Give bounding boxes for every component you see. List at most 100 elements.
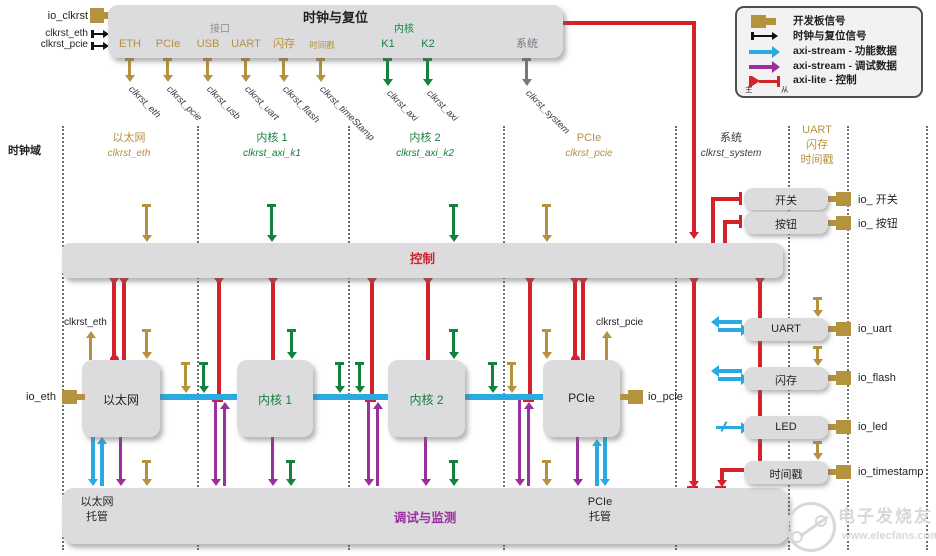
legend-slave-label: 从	[781, 85, 789, 94]
clock-arrow-pcie-to-control	[541, 204, 552, 242]
clock-arrow-flash	[278, 58, 289, 82]
plug-led	[836, 420, 851, 434]
pcie-block: PCIe	[543, 360, 620, 437]
debug-stream-j3-down	[514, 400, 525, 486]
button-block-label: 按钮	[775, 219, 797, 231]
cdc-arrow-k1-k2-b	[354, 362, 365, 393]
debug-stream-j2-up	[372, 402, 383, 486]
clkrst-eth-input-label: clkrst_eth	[45, 28, 88, 39]
diag-label-clkrst-axi-k1: clkrst_axi	[384, 88, 420, 124]
clock-arrow-k1-to-control	[266, 204, 277, 242]
io-timestamp-label: io_timestamp	[858, 466, 924, 478]
legend-item-clock-reset: 时钟与复位信号	[793, 30, 867, 42]
axi-lite-to-bus-1	[214, 278, 224, 401]
debug-monitor-label: 调试与监测	[393, 511, 457, 525]
axi-lite-riser-switch	[711, 199, 715, 243]
clock-arrow-eth	[124, 58, 135, 82]
domain-divider	[348, 126, 350, 550]
plug-timestamp	[836, 465, 851, 479]
axi-lite-to-bus-3	[525, 278, 535, 401]
domain-uart-line2: 闪存	[806, 139, 828, 151]
pcie-host-label-2: 托管	[589, 511, 611, 523]
domain-uart-line1: UART	[802, 124, 832, 136]
led-block: LED	[744, 416, 828, 439]
io-button-label: io_ 按钮	[858, 218, 898, 230]
io-pcie-label: io_pcie	[648, 391, 683, 403]
func-stream-eth-down	[88, 437, 98, 486]
plug-stem-pcie	[620, 394, 629, 400]
eth-block-label: 以太网	[102, 393, 139, 407]
legend-item-axi-stream-func: axi-stream - 功能数据	[793, 45, 897, 57]
clock-out-k1: K1	[381, 38, 395, 50]
domain-pcie-name: PCIe	[576, 132, 602, 144]
domain-divider	[675, 126, 677, 550]
diag-label-clkrst-timestamp: clkrst_timeStamp	[317, 84, 377, 144]
plug-uart	[836, 322, 851, 336]
debug-stream-j3-up	[523, 402, 534, 486]
diag-label-clkrst-pcie: clkrst_pcie	[164, 84, 204, 124]
clkrst-pcie-block-label: clkrst_pcie	[596, 317, 644, 328]
control-bar: 控制	[62, 243, 783, 278]
func-stream-pcie-down	[600, 437, 610, 486]
plug-stem-switch	[828, 196, 837, 202]
clkrst-eth-up-arrow	[85, 331, 96, 360]
clock-arrow-uart	[812, 297, 823, 317]
flash-block: 闪存	[744, 367, 828, 390]
clock-arrow-k2-block	[448, 329, 459, 359]
uart-block-label: UART	[771, 323, 801, 335]
diag-label-clkrst-eth: clkrst_eth	[126, 84, 163, 121]
clock-out-flash: 闪存	[273, 38, 295, 50]
domain-sys-clk: clkrst_system	[700, 148, 762, 159]
legend: 开发板信号 时钟与复位信号 axi-stream - 功能数据 axi-stre…	[735, 6, 923, 98]
debug-stream-pcie	[572, 437, 583, 486]
interface-group-label: 接口	[210, 24, 230, 35]
func-stream-led	[716, 421, 749, 434]
axi-lite-branch-switch	[711, 197, 739, 201]
axi-lite-slave-bar-timestamp	[715, 486, 726, 489]
clock-out-uart: UART	[231, 38, 261, 50]
plug-stem-button	[828, 220, 837, 226]
watermark-url: www.elecfans.com	[842, 530, 936, 542]
domain-divider	[197, 126, 199, 550]
legend-master-label: 主	[745, 85, 753, 94]
legend-board-signal-icon	[751, 15, 766, 28]
axi-lite-slave-bar-bus-3	[523, 399, 534, 402]
axi-lite-to-pcie-a	[570, 278, 580, 364]
clock-arrow-k1-bottom	[285, 460, 296, 486]
bottom-bar: 以太网 托管 调试与监测 PCIe 托管	[62, 488, 788, 544]
axi-lite-slave-bar-bottom	[687, 486, 698, 489]
plug-stem-uart	[828, 326, 837, 332]
watermark-logo-icon	[786, 502, 836, 552]
k1-block: 内核 1	[237, 360, 313, 437]
clock-out-system: 系统	[516, 38, 538, 50]
plug-button	[836, 216, 851, 230]
cdc-arrow-pcie-side	[506, 362, 517, 393]
clkrst-pcie-up-arrow	[601, 331, 612, 360]
uart-block: UART	[744, 318, 828, 341]
plug-flash	[836, 371, 851, 385]
watermark-logo-dot-1	[791, 531, 803, 543]
legend-item-axi-stream-debug: axi-stream - 调试数据	[793, 60, 897, 72]
clock-out-pcie: PCIe	[155, 38, 181, 50]
timestamp-block-label: 时间戳	[769, 469, 803, 481]
plug-stem-eth	[76, 394, 85, 400]
clock-arrow-k2-to-control	[448, 204, 459, 242]
clock-reset-box: 时钟与复位 接口 ETH PCIe USB UART 闪存 时间戳 内核 K1 …	[108, 5, 563, 58]
debug-stream-k2	[420, 437, 431, 486]
domain-k2-name: 内核 2	[409, 132, 441, 144]
io-clkrst-label: io_clkrst	[47, 10, 88, 22]
domain-eth-name: 以太网	[112, 132, 146, 144]
plug-stem-flash	[828, 375, 837, 381]
clock-out-usb: USB	[196, 38, 220, 50]
axi-lite-slave-bar-bus-2	[365, 399, 376, 402]
watermark-title: 电子发烧友	[838, 507, 933, 526]
k1-block-label: 内核 1	[257, 393, 292, 407]
clock-arrow-pcie-bottom	[541, 460, 552, 486]
clock-out-k2: K2	[421, 38, 435, 50]
axi-lite-to-eth-a	[109, 278, 119, 364]
clock-input-arrow-eth	[91, 30, 109, 38]
domain-uart-line3: 时间戳	[800, 154, 834, 166]
control-bar-label: 控制	[410, 252, 436, 266]
clock-arrow-eth-bottom	[141, 460, 152, 486]
